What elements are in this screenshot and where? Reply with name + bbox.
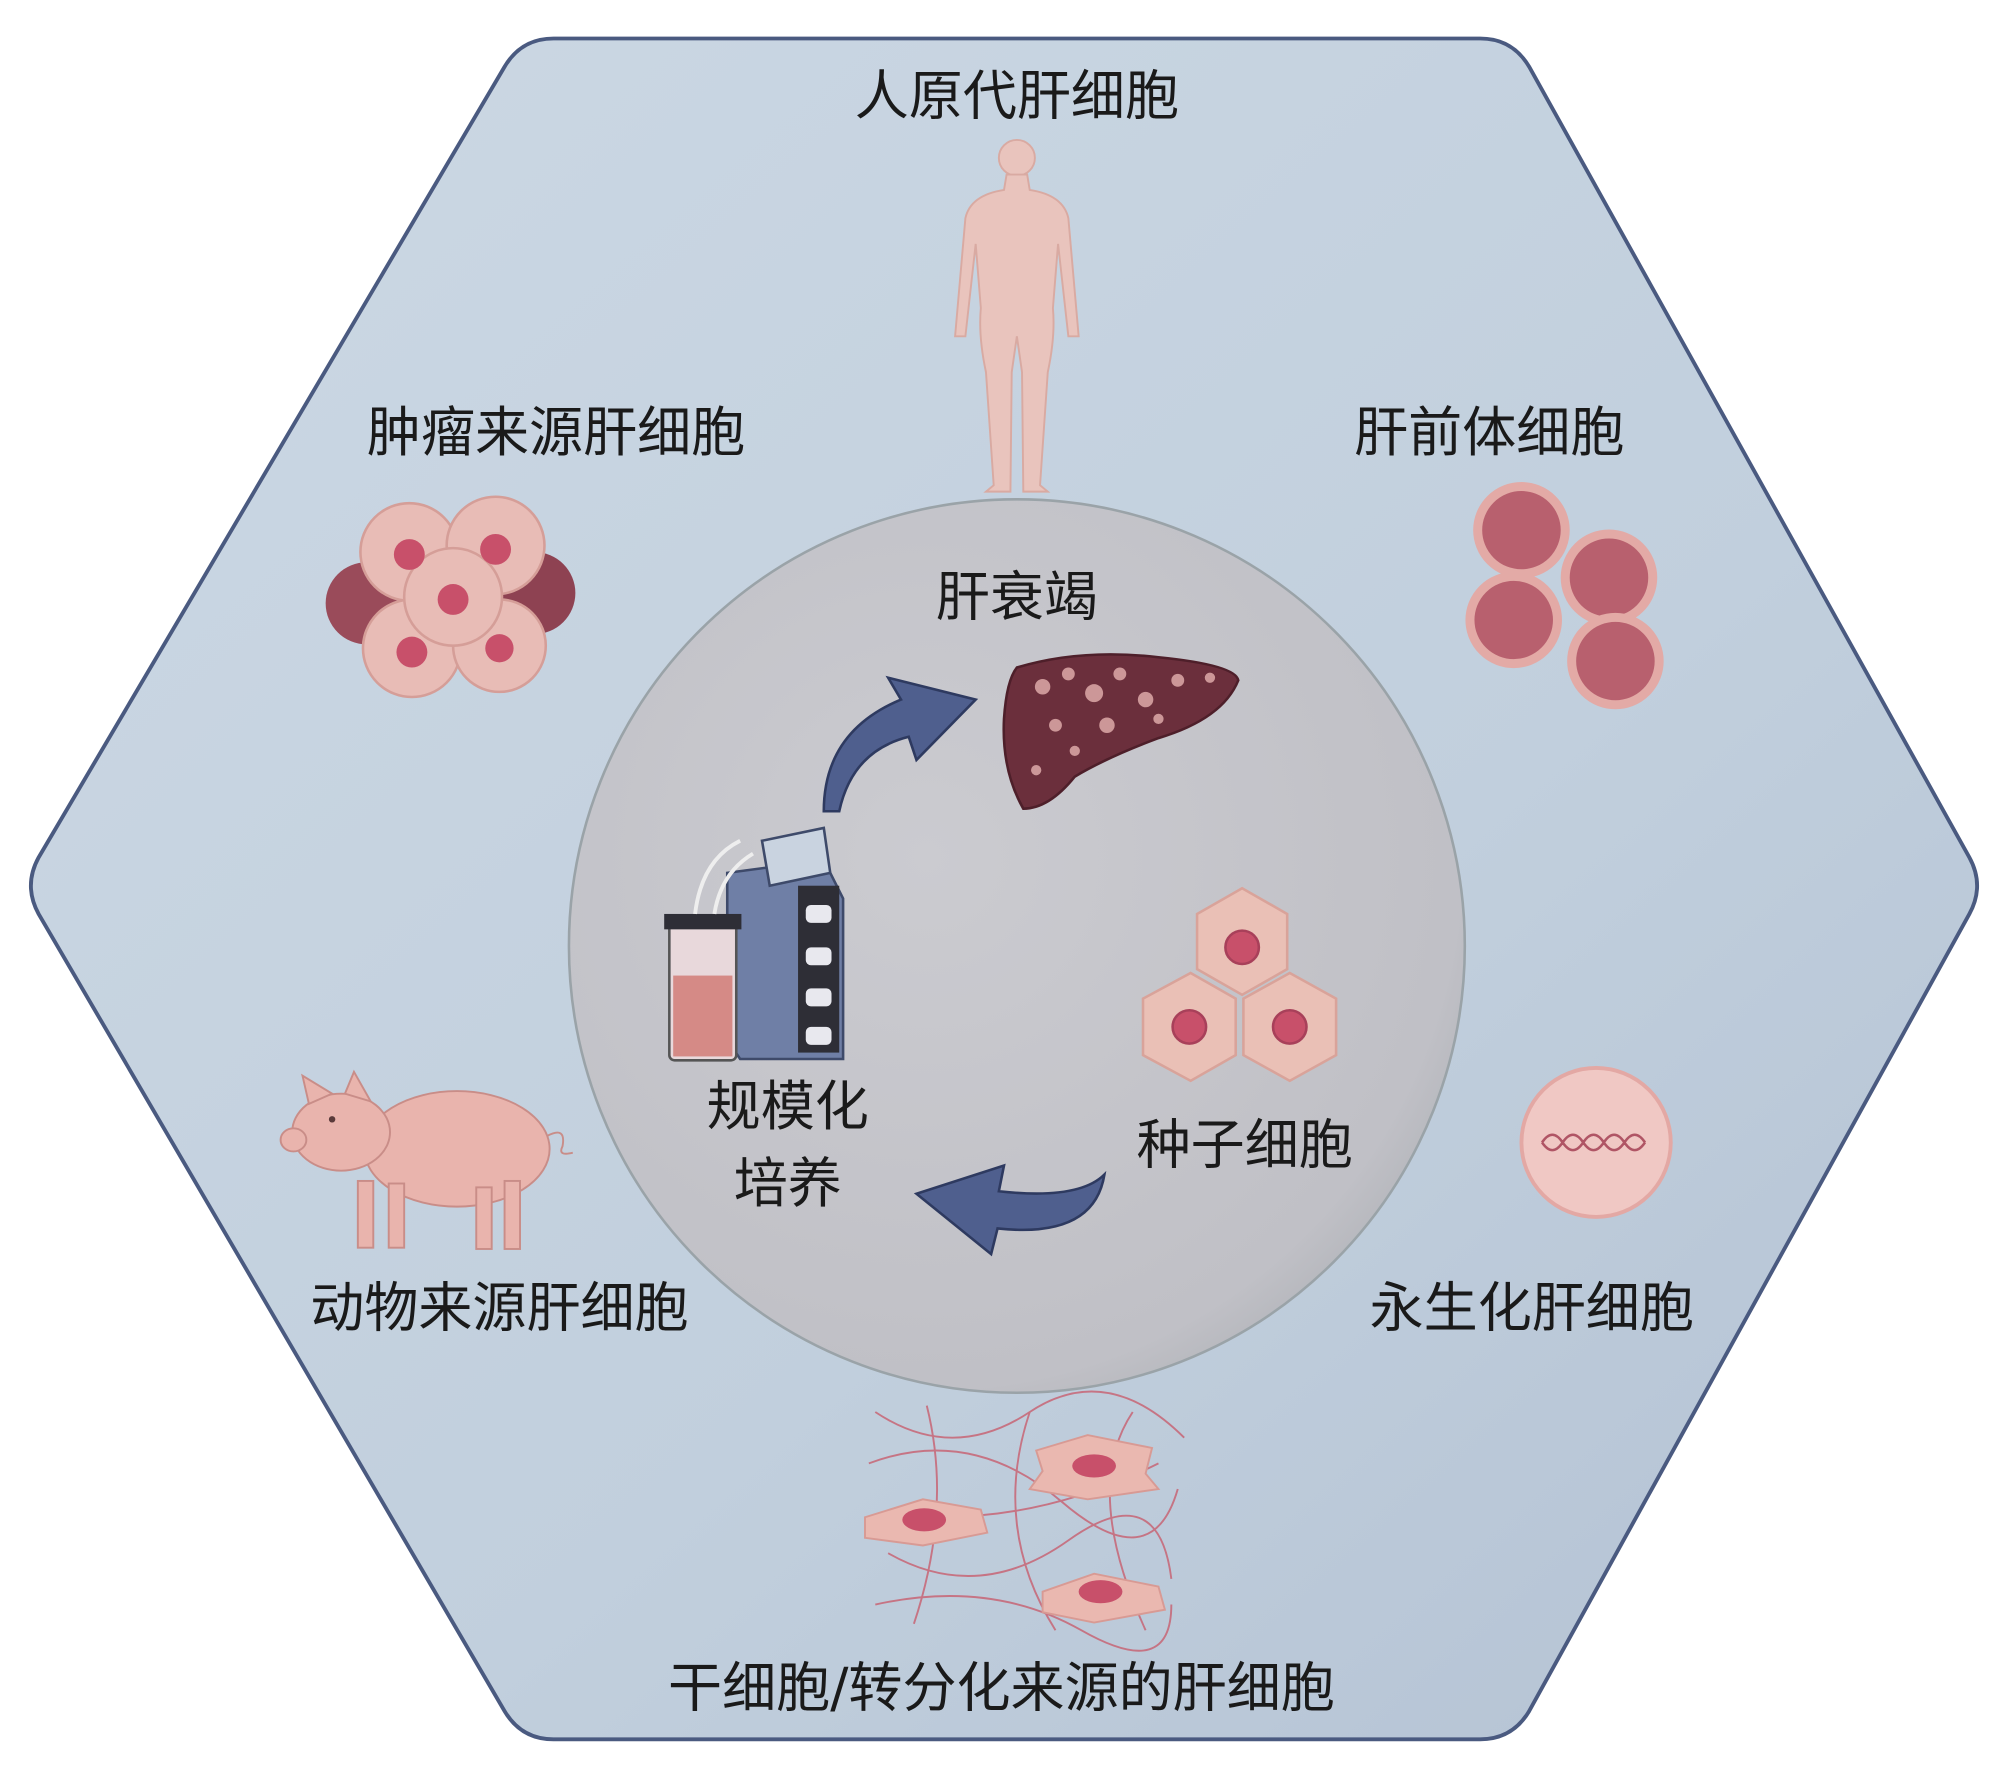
tumor-cells-icon <box>325 495 576 699</box>
label-tumor-derived-hepatocytes: 肿瘤来源肝细胞 <box>367 401 745 464</box>
label-animal-derived-hepatocytes: 动物来源肝细胞 <box>310 1277 688 1340</box>
label-progenitor-cells: 肝前体细胞 <box>1354 401 1624 464</box>
label-scaled-culture-line2: 培养 <box>734 1152 842 1215</box>
arrow-to-liver-icon <box>822 675 979 813</box>
label-stem-cell-derived-hepatocytes: 干细胞/转分化来源的肝细胞 <box>668 1657 1335 1720</box>
bioreactor-device-icon <box>664 826 845 1062</box>
central-circle <box>567 498 1467 1395</box>
label-liver-failure: 肝衰竭 <box>936 565 1098 628</box>
immortalized-cell-icon <box>1519 1066 1673 1219</box>
pig-icon <box>279 1069 574 1250</box>
arrow-to-culture-icon <box>913 1163 1107 1257</box>
failing-liver-icon <box>1002 653 1240 810</box>
progenitor-cells-icon <box>1465 482 1664 710</box>
stem-cells-icon <box>864 1390 1185 1652</box>
human-body-icon <box>954 138 1080 493</box>
label-seed-cells: 种子细胞 <box>1137 1114 1353 1177</box>
label-primary-hepatocytes: 人原代肝细胞 <box>855 65 1179 128</box>
label-scaled-culture-line1: 规模化 <box>707 1075 869 1138</box>
seed-cells-icon <box>1141 886 1338 1083</box>
label-immortalized-hepatocytes: 永生化肝细胞 <box>1370 1277 1694 1340</box>
